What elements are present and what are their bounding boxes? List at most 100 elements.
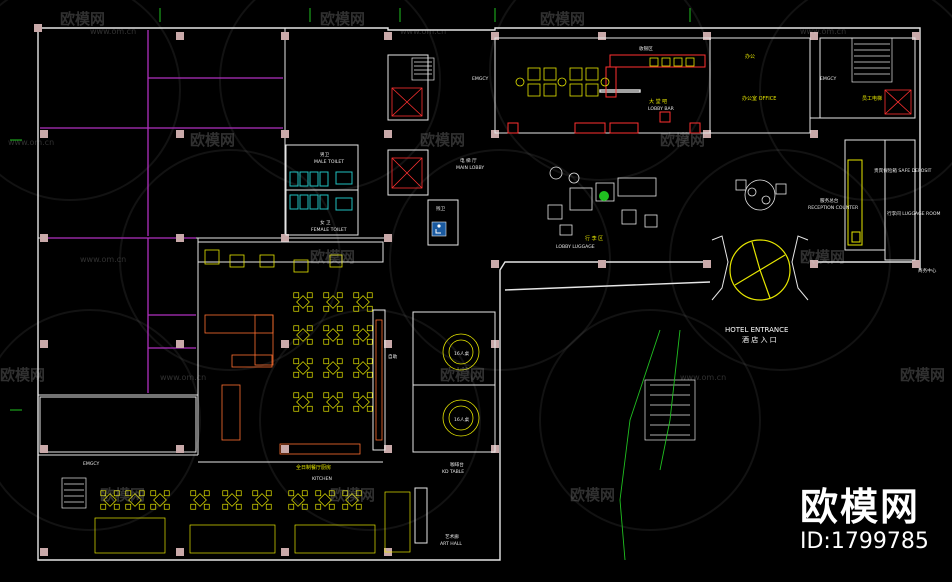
dining-table-set	[293, 292, 313, 312]
dining-table-set	[342, 490, 362, 510]
kd-table-label: KD TABLE	[442, 469, 464, 475]
entrance-frame	[711, 235, 809, 301]
vip-room-2-label: 16人桌	[454, 416, 469, 423]
watermark-url-4: www.om.cn	[80, 255, 126, 264]
reception-cn-label: 服务总台	[820, 197, 839, 204]
watermark-url-1: www.om.cn	[90, 27, 136, 36]
disabled-label: 残卫	[436, 205, 446, 212]
watermark-brand-2: 欧模网	[320, 10, 365, 28]
bar-top-label: 收银区	[639, 45, 653, 52]
watermark-url-6: www.om.cn	[680, 373, 726, 382]
elevator-shafts	[391, 87, 912, 189]
art-hall-label: 艺术廊	[445, 533, 459, 540]
lobby-lounge	[547, 166, 787, 236]
dining-table-set	[353, 358, 373, 378]
office-top-label: 办公	[745, 53, 755, 60]
office-label: 办公室 OFFICE	[742, 95, 776, 102]
male-toilet-label-en: MALE TOILET	[314, 159, 344, 165]
dining-table-set	[252, 490, 272, 510]
female-toilet-label-en: FEMALE TOILET	[311, 227, 347, 233]
dining-table-set	[323, 392, 343, 412]
luggage-room-label: 行李间 LUGGAGE ROOM	[887, 210, 940, 217]
partitions	[40, 30, 283, 393]
lobby-plant	[599, 191, 609, 201]
lobby-bar-label: 大 堂 吧	[649, 98, 667, 105]
dining-table-set	[293, 358, 313, 378]
lobby-bar-tables	[515, 57, 695, 97]
right-edge-label: 商务中心	[918, 267, 937, 274]
lobby-luggage-label: LOBBY LUGGAGE	[556, 244, 595, 250]
disabled-icon	[431, 221, 447, 237]
dining-table-set	[222, 490, 242, 510]
bottom-booths	[94, 491, 411, 554]
kitchen-stations	[204, 249, 343, 273]
dining-table-set	[125, 490, 145, 510]
site-lines	[619, 329, 681, 561]
dining-table-set	[293, 325, 313, 345]
hotel-entrance-label: HOTEL ENTRANCE	[725, 326, 788, 334]
watermark-url-3: www.om.cn	[800, 27, 846, 36]
reception-counter	[847, 159, 863, 246]
watermark-brand-12: 欧模网	[100, 486, 145, 504]
toilet-core	[285, 54, 459, 246]
watermark-brand-10: 欧模网	[440, 366, 485, 384]
outer-walls	[37, 27, 921, 561]
art-hall-label-en: ART HALL	[440, 541, 462, 547]
dining-table-set	[323, 358, 343, 378]
dining-table-set	[190, 490, 210, 510]
watermark-url-2: www.om.cn	[400, 27, 446, 36]
watermark-logo: 欧模网	[800, 485, 920, 529]
hotel-entrance-door	[729, 239, 791, 301]
emgcy-left-label: EMGCY	[83, 461, 100, 467]
kd-table-cn-label: 咖啡台	[450, 461, 464, 468]
dining-tables	[100, 292, 373, 510]
watermark-brand-9: 欧模网	[0, 366, 45, 384]
watermark-brand-3: 欧模网	[540, 10, 585, 28]
kitchen-label: KITCHEN	[312, 476, 332, 482]
main-lobby-label: 电 梯 厅	[460, 157, 477, 164]
lobby-bar-label-en: LOBBY BAR	[648, 106, 675, 112]
watermark-brand-11: 欧模网	[900, 366, 945, 384]
main-lobby-label-en: MAIN LOBBY	[456, 165, 484, 171]
watermark-brand-14: 欧模网	[570, 486, 615, 504]
emgcy-label: EMGCY	[472, 76, 489, 82]
female-toilet-label: 女 卫	[320, 219, 331, 226]
watermark-brand-13: 欧模网	[330, 486, 375, 504]
dining-table-set	[353, 325, 373, 345]
hotel-entrance-cn-label: 酒 店 入 口	[742, 335, 777, 344]
reception-label: RECEPTION COUNTER	[808, 205, 859, 211]
dining-table-set	[150, 490, 170, 510]
columns	[34, 24, 920, 556]
dining-table-set	[323, 292, 343, 312]
watermark-brand-7: 欧模网	[310, 248, 355, 266]
dining-table-set	[353, 392, 373, 412]
male-toilet-label: 男卫	[320, 152, 330, 158]
grid-markers	[10, 8, 691, 411]
vip-room-1-label: 16人桌	[454, 350, 469, 357]
dining-table-set	[293, 392, 313, 412]
bar-counter	[507, 54, 706, 134]
dining-table-set	[353, 292, 373, 312]
dining-table-set	[315, 490, 335, 510]
safe-deposit-label: 贵宾保险箱 SAFE DEPOSIT	[874, 167, 932, 174]
watermark-brand-6: 欧模网	[660, 131, 705, 149]
stairs	[61, 37, 893, 509]
kitchen-equipment	[204, 314, 383, 455]
lobby-luggage-cn-label: 行 李 区	[585, 235, 603, 242]
vip-round-tables	[442, 333, 480, 437]
watermark-id: ID:1799785	[800, 529, 929, 554]
watermark-brand-4: 欧模网	[190, 131, 235, 149]
buffet-label: 自助	[388, 353, 398, 360]
dining-table-set	[323, 325, 343, 345]
watermark-url-7: www.om.cn	[8, 138, 54, 147]
watermark-layer: 欧模网 欧模网 欧模网 欧模网 欧模网 欧模网 欧模网 欧模网 欧模网 欧模网 …	[0, 10, 945, 504]
watermark-url-5: www.om.cn	[160, 373, 206, 382]
dining-table-set	[100, 490, 120, 510]
watermark-brand-5: 欧模网	[420, 131, 465, 149]
kitchen-cn-label: 全日制餐厅厨房	[296, 464, 331, 471]
emgcy-right-label: EMGCY	[820, 76, 837, 82]
watermark-brand-8: 欧模网	[800, 248, 845, 266]
watermark-brand-1: 欧模网	[60, 10, 105, 28]
staff-elevator-label: 员工电梯	[862, 95, 882, 102]
